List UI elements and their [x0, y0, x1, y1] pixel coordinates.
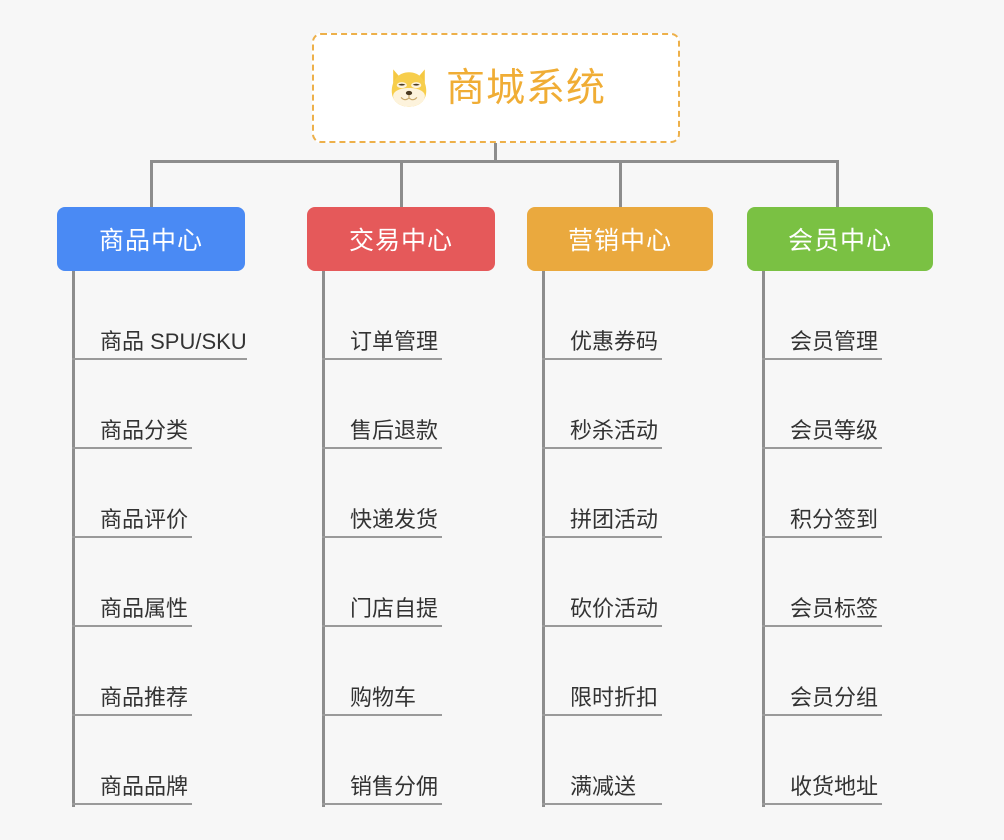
connector-root-stem — [494, 143, 497, 163]
leaf-item[interactable]: 会员等级 — [762, 360, 882, 449]
leaf-label: 销售分佣 — [350, 773, 439, 799]
branch-header-2[interactable]: 营销中心 — [527, 207, 713, 271]
branch-label-2: 营销中心 — [567, 227, 672, 255]
branch-header-1[interactable]: 交易中心 — [307, 207, 495, 271]
leaf-label: 商品属性 — [100, 595, 189, 621]
root-node[interactable]: 商城系统 — [312, 33, 680, 143]
leaf-label: 秒杀活动 — [570, 417, 659, 443]
leaf-item[interactable]: 会员分组 — [762, 627, 882, 716]
leaf-label: 优惠券码 — [570, 328, 659, 354]
shiba-dog-icon — [391, 69, 427, 107]
leaf-item[interactable]: 积分签到 — [762, 449, 882, 538]
leaf-item[interactable]: 订单管理 — [322, 271, 442, 360]
leaf-label: 砍价活动 — [570, 595, 659, 621]
leaf-label: 订单管理 — [350, 328, 439, 354]
leaf-label: 积分签到 — [790, 506, 879, 532]
branch-trunk-2 — [542, 271, 545, 807]
leaf-label: 商品品牌 — [100, 773, 189, 799]
leaf-label: 购物车 — [350, 684, 417, 710]
leaf-item[interactable]: 砍价活动 — [542, 538, 662, 627]
leaf-item[interactable]: 商品 SPU/SKU — [72, 271, 247, 360]
root-title: 商城系统 — [445, 66, 606, 110]
leaf-label: 会员分组 — [790, 684, 879, 710]
leaf-label: 会员等级 — [790, 417, 879, 443]
branch-trunk-0 — [72, 271, 75, 807]
leaf-item[interactable]: 售后退款 — [322, 360, 442, 449]
leaf-item[interactable]: 会员标签 — [762, 538, 882, 627]
leaf-label: 限时折扣 — [570, 684, 659, 710]
connector-drop-1 — [400, 160, 403, 207]
leaf-list-3: 会员管理 会员等级 积分签到 会员标签 会员分组 收货地址 — [762, 271, 882, 805]
leaf-list-0: 商品 SPU/SKU 商品分类 商品评价 商品属性 商品推荐 商品品牌 — [72, 271, 247, 805]
leaf-item[interactable]: 会员管理 — [762, 271, 882, 360]
leaf-list-2: 优惠券码 秒杀活动 拼团活动 砍价活动 限时折扣 满减送 — [542, 271, 662, 805]
leaf-label: 会员标签 — [790, 595, 879, 621]
branch-label-1: 交易中心 — [348, 227, 453, 255]
connector-drop-2 — [619, 160, 622, 207]
leaf-item[interactable]: 满减送 — [542, 716, 662, 805]
leaf-label: 收货地址 — [790, 773, 879, 799]
connector-drop-3 — [836, 160, 839, 207]
leaf-item[interactable]: 商品属性 — [72, 538, 247, 627]
branch-header-0[interactable]: 商品中心 — [57, 207, 245, 271]
leaf-item[interactable]: 限时折扣 — [542, 627, 662, 716]
connector-drop-0 — [150, 160, 153, 207]
branch-trunk-1 — [322, 271, 325, 807]
leaf-item[interactable]: 秒杀活动 — [542, 360, 662, 449]
leaf-label: 门店自提 — [350, 595, 439, 621]
leaf-item[interactable]: 收货地址 — [762, 716, 882, 805]
leaf-label: 商品推荐 — [100, 684, 189, 710]
leaf-label: 快递发货 — [350, 506, 439, 532]
leaf-item[interactable]: 快递发货 — [322, 449, 442, 538]
branch-label-3: 会员中心 — [787, 227, 892, 255]
leaf-label: 商品评价 — [100, 506, 189, 532]
leaf-item[interactable]: 销售分佣 — [322, 716, 442, 805]
leaf-item[interactable]: 商品评价 — [72, 449, 247, 538]
leaf-item[interactable]: 商品推荐 — [72, 627, 247, 716]
branch-trunk-3 — [762, 271, 765, 807]
connector-branch-bus — [150, 160, 839, 163]
leaf-item[interactable]: 商品品牌 — [72, 716, 247, 805]
leaf-label: 满减送 — [570, 773, 637, 799]
leaf-item[interactable]: 门店自提 — [322, 538, 442, 627]
branch-header-3[interactable]: 会员中心 — [747, 207, 933, 271]
leaf-item[interactable]: 商品分类 — [72, 360, 247, 449]
leaf-label: 商品分类 — [100, 417, 189, 443]
leaf-item[interactable]: 拼团活动 — [542, 449, 662, 538]
leaf-label: 商品 SPU/SKU — [100, 328, 247, 354]
branch-label-0: 商品中心 — [98, 227, 203, 255]
leaf-label: 拼团活动 — [570, 506, 659, 532]
leaf-item[interactable]: 购物车 — [322, 627, 442, 716]
leaf-list-1: 订单管理 售后退款 快递发货 门店自提 购物车 销售分佣 — [322, 271, 442, 805]
leaf-item[interactable]: 优惠券码 — [542, 271, 662, 360]
leaf-label: 会员管理 — [790, 328, 879, 354]
leaf-label: 售后退款 — [350, 417, 439, 443]
